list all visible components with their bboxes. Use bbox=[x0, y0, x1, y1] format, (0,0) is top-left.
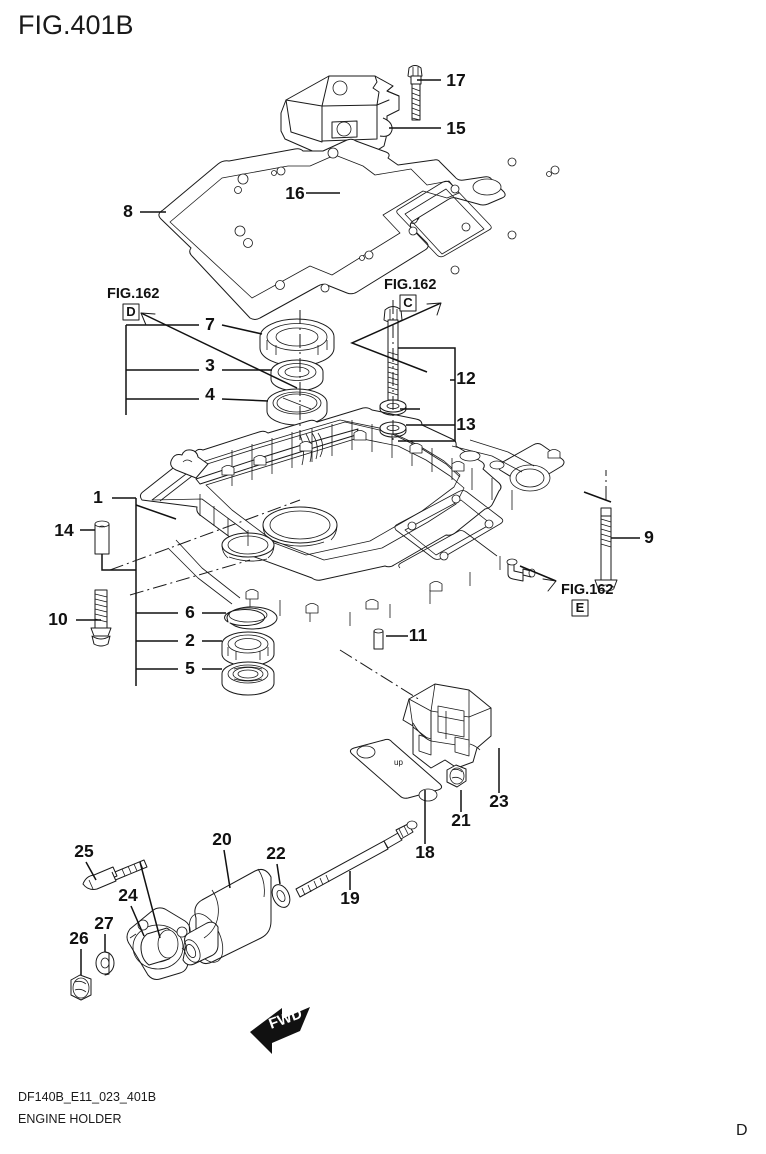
part-17-bolt bbox=[407, 65, 423, 121]
callout-20: 20 bbox=[212, 829, 232, 849]
part-2-ball-bearing bbox=[221, 631, 275, 667]
part-26-nut bbox=[70, 974, 92, 1001]
part-15-cover-plate bbox=[280, 75, 400, 154]
fwd-arrow-marker: FWD bbox=[250, 1005, 310, 1054]
callout-16: 16 bbox=[285, 183, 305, 203]
part-3-bearing bbox=[270, 359, 324, 392]
figref-d-title: FIG.162 bbox=[107, 286, 159, 302]
part-25-bolt bbox=[82, 859, 148, 890]
part-7-ball-bearing bbox=[259, 318, 335, 367]
callout-26: 26 bbox=[69, 928, 89, 948]
callout-27: 27 bbox=[94, 913, 113, 933]
part-10-bolt bbox=[90, 589, 112, 647]
leader-lines bbox=[76, 79, 640, 975]
callout-13: 13 bbox=[456, 414, 476, 434]
drawing-code: DF140B_E11_023_401B bbox=[18, 1090, 157, 1104]
part-18-mount-plate: up bbox=[349, 738, 443, 802]
callout-8: 8 bbox=[123, 201, 133, 221]
page-title: FIG.401B bbox=[18, 10, 134, 40]
callout-9: 9 bbox=[644, 527, 654, 547]
callout-18: 18 bbox=[415, 842, 435, 862]
figref-c-letter: C bbox=[403, 295, 413, 310]
part-27-washer bbox=[95, 951, 115, 976]
callout-3: 3 bbox=[205, 355, 215, 375]
figref-c-title: FIG.162 bbox=[384, 277, 436, 293]
callout-4: 4 bbox=[205, 384, 215, 404]
part-21-nut bbox=[446, 764, 467, 788]
part-1-engine-holder-body bbox=[139, 407, 565, 626]
drawing-name: ENGINE HOLDER bbox=[18, 1112, 122, 1126]
figref-d-letter: D bbox=[126, 304, 135, 319]
part-8-gasket-main bbox=[158, 138, 560, 320]
figure-reference-c[interactable]: FIG.162 C bbox=[384, 277, 436, 312]
part-24-bearing-housing bbox=[126, 907, 191, 980]
callout-11: 11 bbox=[409, 625, 428, 645]
callout-24: 24 bbox=[118, 885, 138, 905]
page-letter: D bbox=[736, 1122, 748, 1139]
part-20-damper bbox=[182, 868, 272, 966]
figure-reference-e[interactable]: FIG.162 E bbox=[561, 582, 613, 617]
part-group-upper-gaskets bbox=[158, 65, 560, 320]
part-9-bolt bbox=[594, 507, 618, 592]
callout-21: 21 bbox=[451, 810, 471, 830]
figure-reference-d[interactable]: FIG.162 D bbox=[107, 286, 159, 321]
callout-1: 1 bbox=[93, 487, 103, 507]
callout-23: 23 bbox=[489, 791, 509, 811]
callout-17: 17 bbox=[446, 70, 465, 90]
figref-e-letter: E bbox=[576, 600, 585, 615]
part-4-oil-seal bbox=[266, 388, 328, 426]
part-6-snap-ring bbox=[224, 606, 278, 630]
part-14-dowel-pin bbox=[94, 520, 110, 555]
up-marking: up bbox=[394, 758, 403, 767]
figref-e-title: FIG.162 bbox=[561, 582, 613, 598]
part-group-upper-bearings bbox=[259, 318, 335, 426]
part-22-washer bbox=[271, 884, 291, 908]
part-19-rod bbox=[295, 820, 418, 898]
callout-5: 5 bbox=[185, 658, 195, 678]
callout-7: 7 bbox=[205, 314, 215, 334]
callout-22: 22 bbox=[266, 843, 286, 863]
callout-15: 15 bbox=[446, 118, 466, 138]
callout-10: 10 bbox=[48, 609, 68, 629]
callout-19: 19 bbox=[340, 888, 360, 908]
callout-14: 14 bbox=[54, 520, 74, 540]
part-fitting-nipple bbox=[506, 558, 536, 582]
callout-2: 2 bbox=[185, 630, 195, 650]
callout-25: 25 bbox=[74, 841, 94, 861]
part-23-mount-bracket bbox=[402, 683, 492, 769]
part-5-oil-seal bbox=[221, 661, 275, 696]
callout-numbers: 1 2 3 4 5 6 7 8 9 10 11 12 13 14 15 16 1… bbox=[48, 70, 654, 948]
callout-6: 6 bbox=[185, 602, 195, 622]
callout-12: 12 bbox=[456, 368, 476, 388]
part-11-pin bbox=[373, 628, 384, 650]
